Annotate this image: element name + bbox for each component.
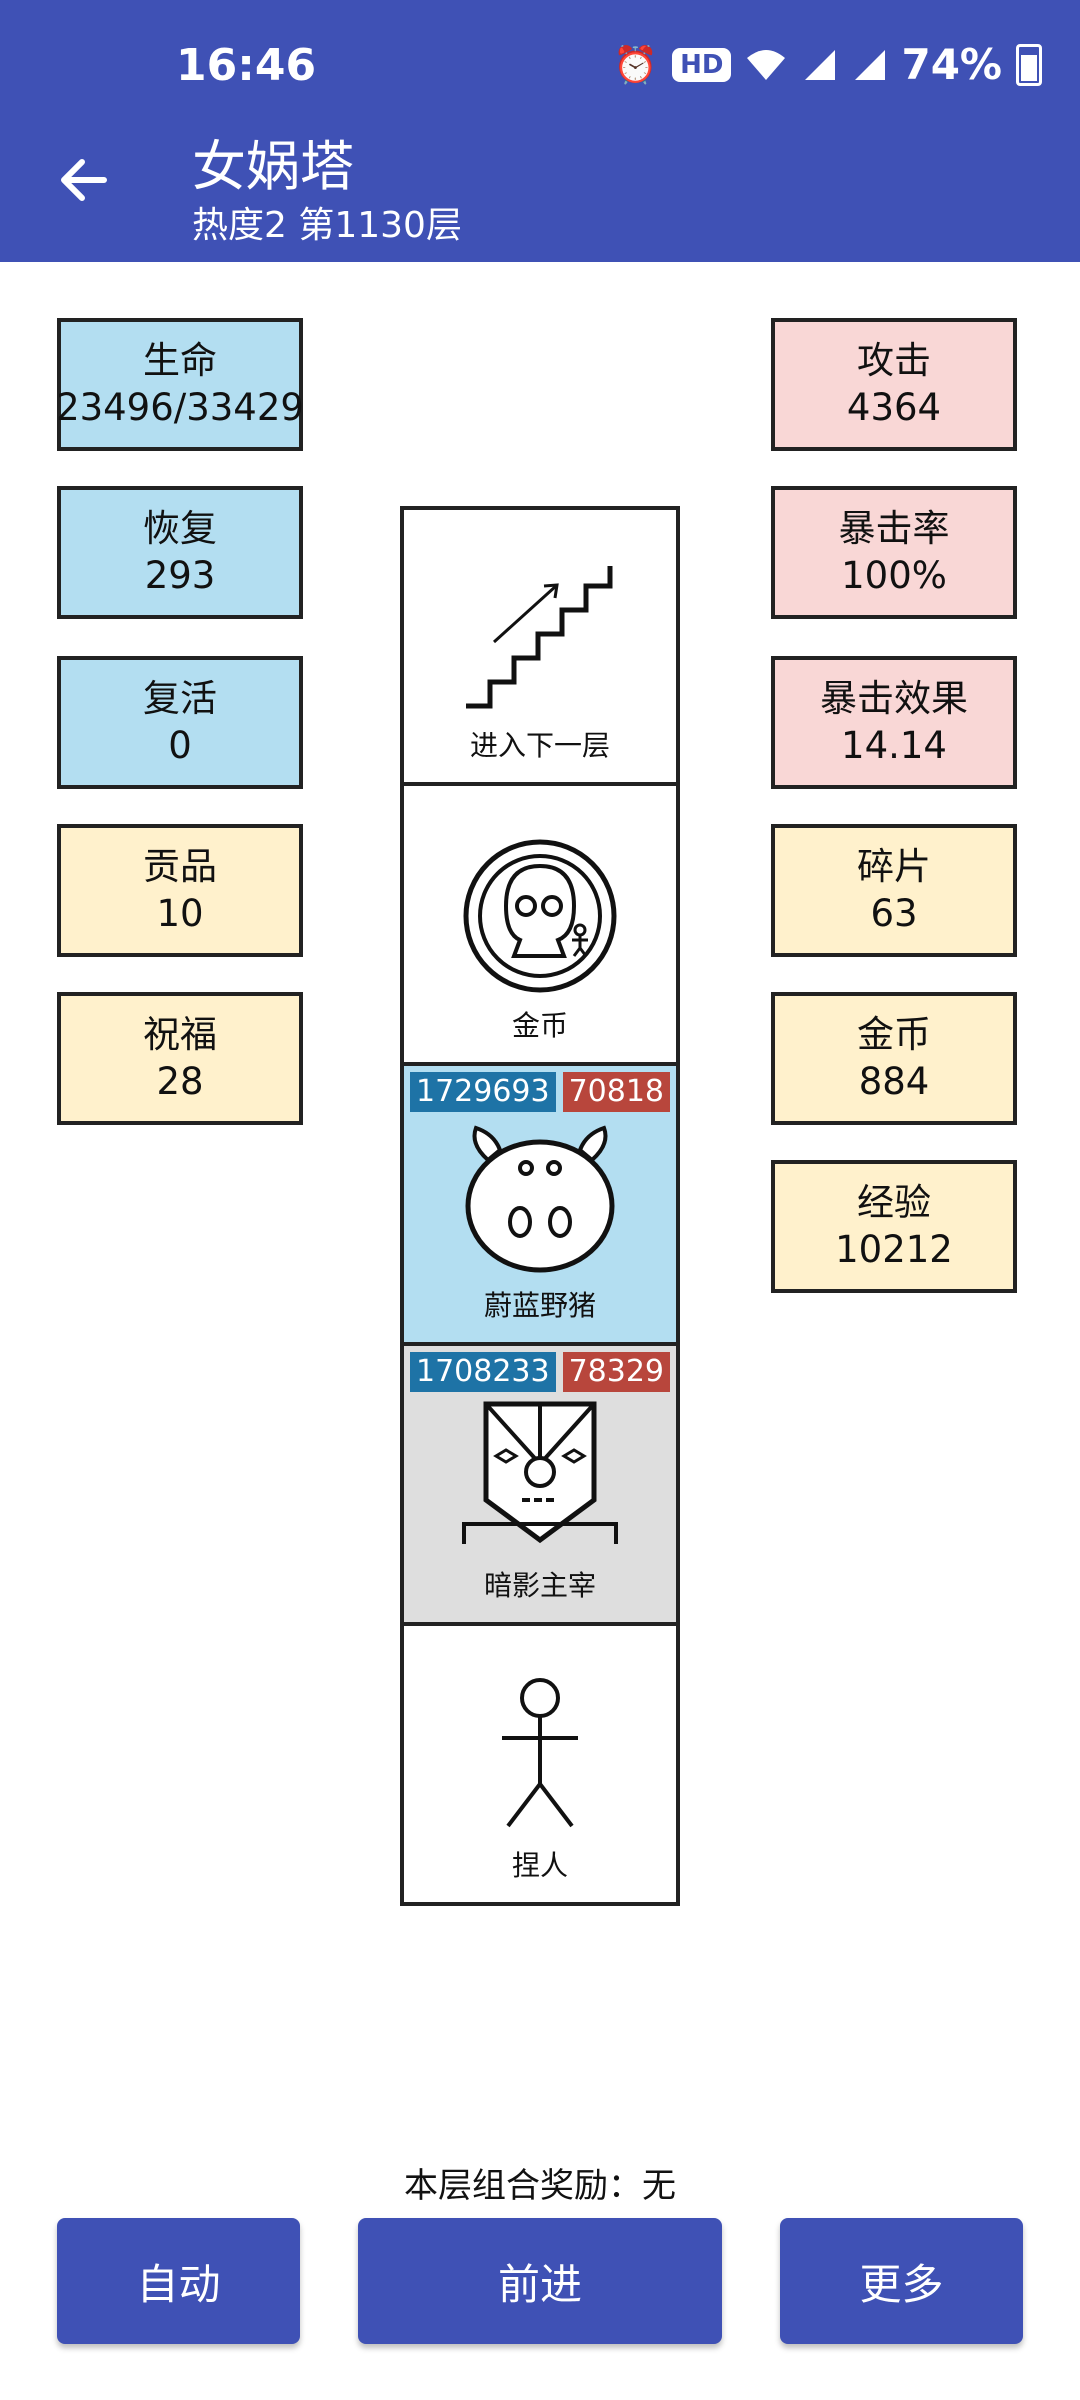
enemy-hp-badge: 1729693 — [410, 1072, 556, 1112]
auto-button[interactable]: 自动 — [57, 2218, 300, 2344]
stat-crit-rate: 暴击率 100% — [771, 486, 1017, 619]
stat-label: 恢复 — [143, 507, 217, 551]
more-button[interactable]: 更多 — [780, 2218, 1023, 2344]
stat-label: 碎片 — [857, 845, 931, 889]
tower-cell-enemy-shadow-lord[interactable]: 1708233 78329 暗影主宰 — [400, 1346, 680, 1626]
stat-label: 攻击 — [857, 339, 931, 383]
hd-badge: HD — [672, 47, 732, 82]
stat-label: 暴击率 — [838, 507, 950, 551]
stat-value: 63 — [870, 891, 918, 935]
signal-icon-2 — [855, 49, 886, 80]
stick-figure-icon — [502, 1678, 578, 1828]
mask-icon — [462, 1401, 618, 1544]
status-time: 16:46 — [176, 40, 317, 91]
stat-fragments: 碎片 63 — [771, 824, 1017, 957]
enemy-attack-badge: 70818 — [562, 1072, 670, 1112]
stat-value: 293 — [144, 553, 216, 597]
stat-revive: 复活 0 — [57, 656, 303, 789]
tower-cell-next-floor[interactable]: 进入下一层 — [400, 506, 680, 786]
alarm-icon: ⏰ — [613, 44, 659, 86]
stat-label: 暴击效果 — [820, 677, 968, 721]
coin-icon — [463, 839, 617, 993]
status-icons: ⏰ HD 74% — [613, 40, 1042, 89]
signal-icon — [805, 49, 836, 80]
page-subtitle: 热度2 第1130层 — [192, 205, 462, 246]
tower-cell-enemy-boar[interactable]: 1729693 70818 蔚蓝野猪 — [400, 1066, 680, 1346]
cell-label: 暗影主宰 — [483, 1569, 596, 1602]
tower-cell-create-character[interactable]: 捏人 — [400, 1626, 680, 1906]
stat-label: 贡品 — [143, 845, 217, 889]
stairs-icon — [466, 566, 613, 709]
stat-label: 生命 — [143, 339, 217, 383]
stat-value: 100% — [841, 553, 947, 597]
stat-attack: 攻击 4364 — [771, 318, 1017, 451]
stat-value: 14.14 — [841, 723, 947, 767]
battery-icon — [1016, 43, 1042, 86]
back-arrow-icon[interactable] — [54, 150, 114, 210]
stat-value: 28 — [156, 1059, 204, 1103]
enemy-hp-badge: 1708233 — [410, 1352, 556, 1392]
cell-label: 蔚蓝野猪 — [483, 1289, 596, 1322]
page-title: 女娲塔 — [192, 135, 354, 198]
stat-blessing: 祝福 28 — [57, 992, 303, 1125]
cell-label: 捏人 — [511, 1849, 568, 1882]
stat-tribute: 贡品 10 — [57, 824, 303, 957]
stat-value: 0 — [168, 723, 192, 767]
combo-reward-text: 本层组合奖励：无 — [404, 2166, 676, 2206]
stat-label: 祝福 — [143, 1013, 217, 1057]
cell-label: 进入下一层 — [469, 729, 610, 762]
stat-label: 经验 — [857, 1181, 931, 1225]
stat-hp: 生命 23496/33429 — [56, 318, 304, 451]
boar-icon — [465, 1125, 615, 1273]
battery-percent: 74% — [901, 40, 1002, 89]
enemy-attack-badge: 78329 — [562, 1352, 670, 1392]
stat-crit-effect: 暴击效果 14.14 — [771, 656, 1017, 789]
stat-label: 金币 — [857, 1013, 931, 1057]
forward-button[interactable]: 前进 — [358, 2218, 722, 2344]
wifi-icon — [747, 49, 786, 80]
tower-column: 进入下一层 金币 1729693 70818 蔚蓝野猪 1708233 7 — [400, 506, 680, 1906]
app-bar: 16:46 ⏰ HD 74% 女娲塔 热度2 第1130层 — [0, 0, 1080, 262]
stat-recovery: 恢复 293 — [57, 486, 303, 619]
stat-value: 23496/33429 — [56, 385, 304, 429]
stat-value: 884 — [858, 1059, 930, 1103]
stat-value: 10212 — [835, 1227, 953, 1271]
stat-label: 复活 — [143, 677, 217, 721]
cell-label: 金币 — [511, 1009, 568, 1042]
stat-exp: 经验 10212 — [771, 1160, 1017, 1293]
stat-gold: 金币 884 — [771, 992, 1017, 1125]
tower-cell-coin[interactable]: 金币 — [400, 786, 680, 1066]
stat-value: 4364 — [846, 385, 942, 429]
stat-value: 10 — [156, 891, 204, 935]
